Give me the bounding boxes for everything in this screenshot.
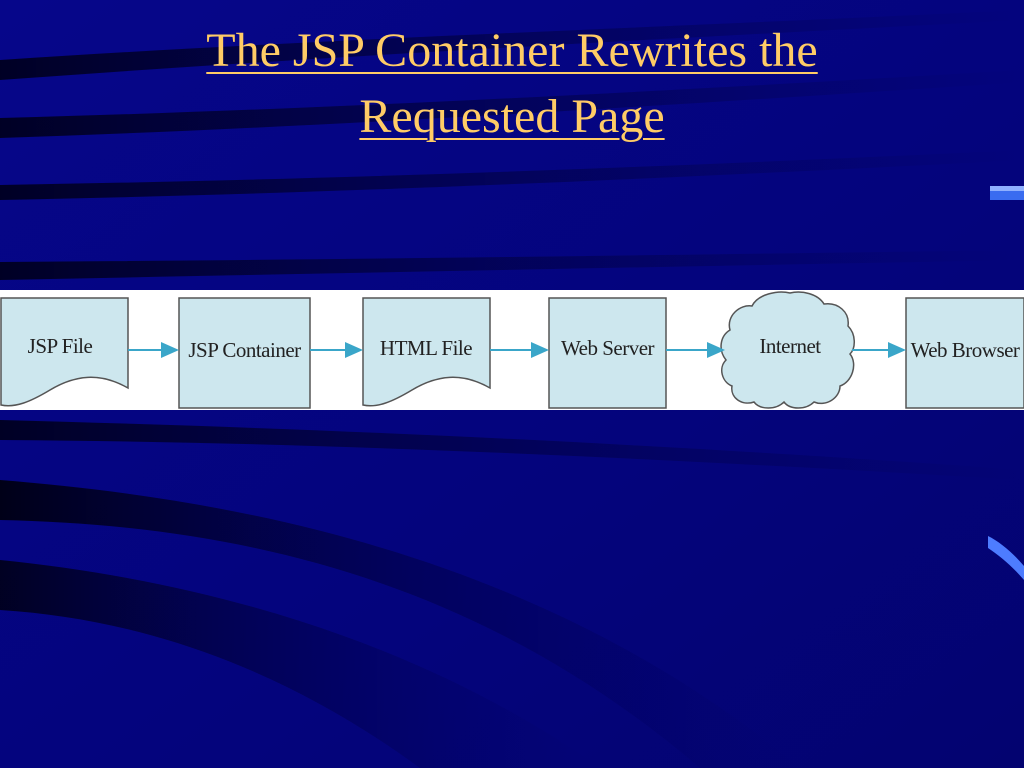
internet-node xyxy=(720,291,855,409)
jsp-file-node xyxy=(0,297,129,407)
web-server-label: Web Server xyxy=(560,336,655,360)
html-file-label: HTML File xyxy=(379,336,473,360)
jsp-file-label: JSP File xyxy=(27,334,93,358)
web-browser-node xyxy=(905,297,1024,409)
slide-title: The JSP Container Rewrites the Requested… xyxy=(0,18,1024,150)
web-browser-label: Web Browser xyxy=(910,338,1020,362)
flow-diagram: JSP File JSP Container HTML File Web Ser… xyxy=(0,290,1024,410)
jsp-container-label: JSP Container xyxy=(188,338,301,362)
jsp-container-node xyxy=(178,297,311,409)
web-server-node xyxy=(548,297,667,409)
title-line-1: The JSP Container Rewrites the xyxy=(206,24,818,77)
flow-diagram-shapes xyxy=(0,291,1024,409)
html-file-node xyxy=(362,297,491,407)
title-line-2: Requested Page xyxy=(359,90,665,143)
internet-label: Internet xyxy=(759,334,821,358)
